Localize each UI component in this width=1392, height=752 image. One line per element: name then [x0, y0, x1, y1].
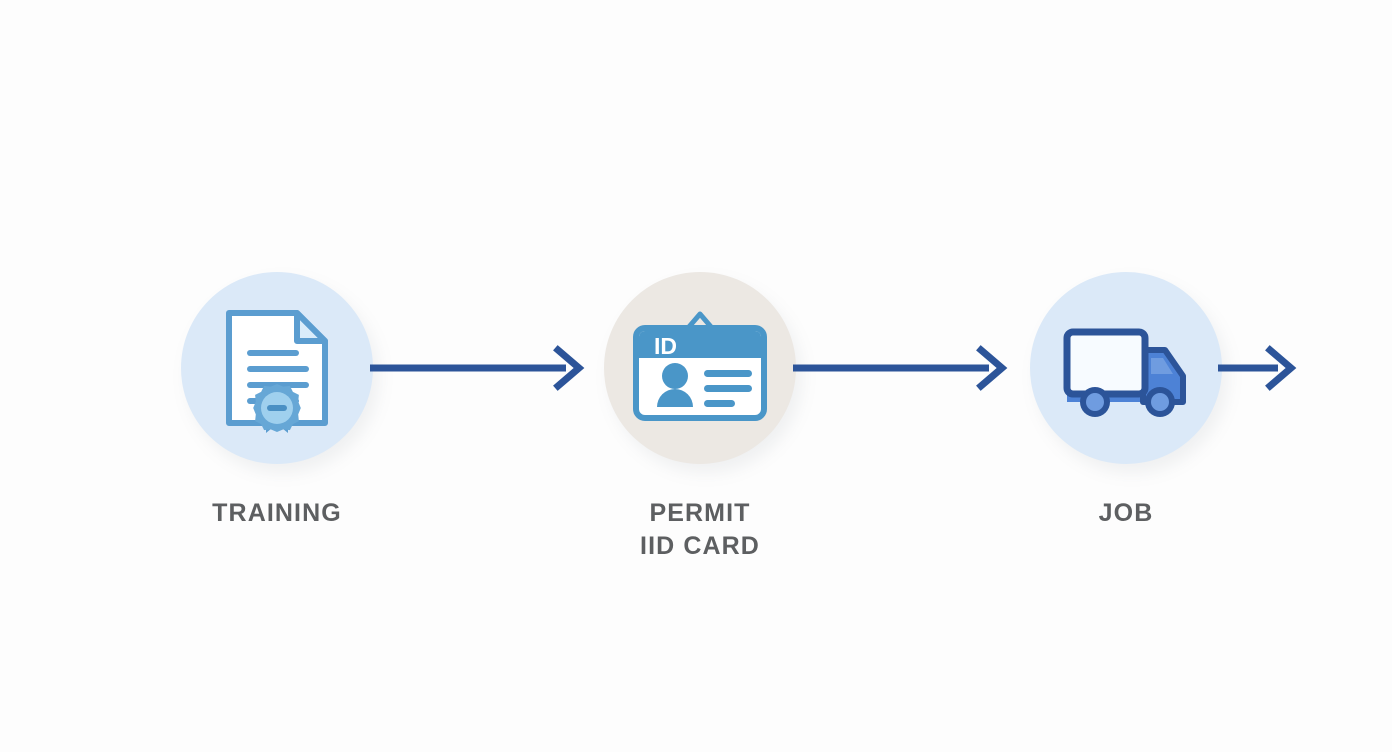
flow-step-job: JOB [996, 272, 1256, 530]
id-card-header-text: ID [654, 333, 677, 359]
step-circle-training [181, 272, 373, 464]
arrow-training-to-permit [370, 345, 585, 391]
arrow-job-to-next [1218, 345, 1392, 391]
step-label-permit: PERMIT IID CARD [570, 497, 830, 563]
step-circle-permit: ID [604, 272, 796, 464]
flow-step-training: TRAINING [147, 272, 407, 530]
step-label-line1: PERMIT [649, 499, 751, 527]
flow-step-permit: ID PERMIT IID CARD [570, 272, 830, 563]
certificate-icon [217, 308, 337, 433]
step-label-line2: IID CARD [640, 532, 760, 560]
step-label-job: JOB [996, 497, 1256, 530]
delivery-truck-icon [1063, 308, 1186, 428]
step-label-line1: TRAINING [212, 499, 342, 527]
arrow-permit-to-job [793, 345, 1008, 391]
step-circle-job [1030, 272, 1222, 464]
id-card-icon: ID [633, 308, 767, 428]
step-label-training: TRAINING [147, 497, 407, 530]
step-label-line1: JOB [1098, 499, 1154, 527]
